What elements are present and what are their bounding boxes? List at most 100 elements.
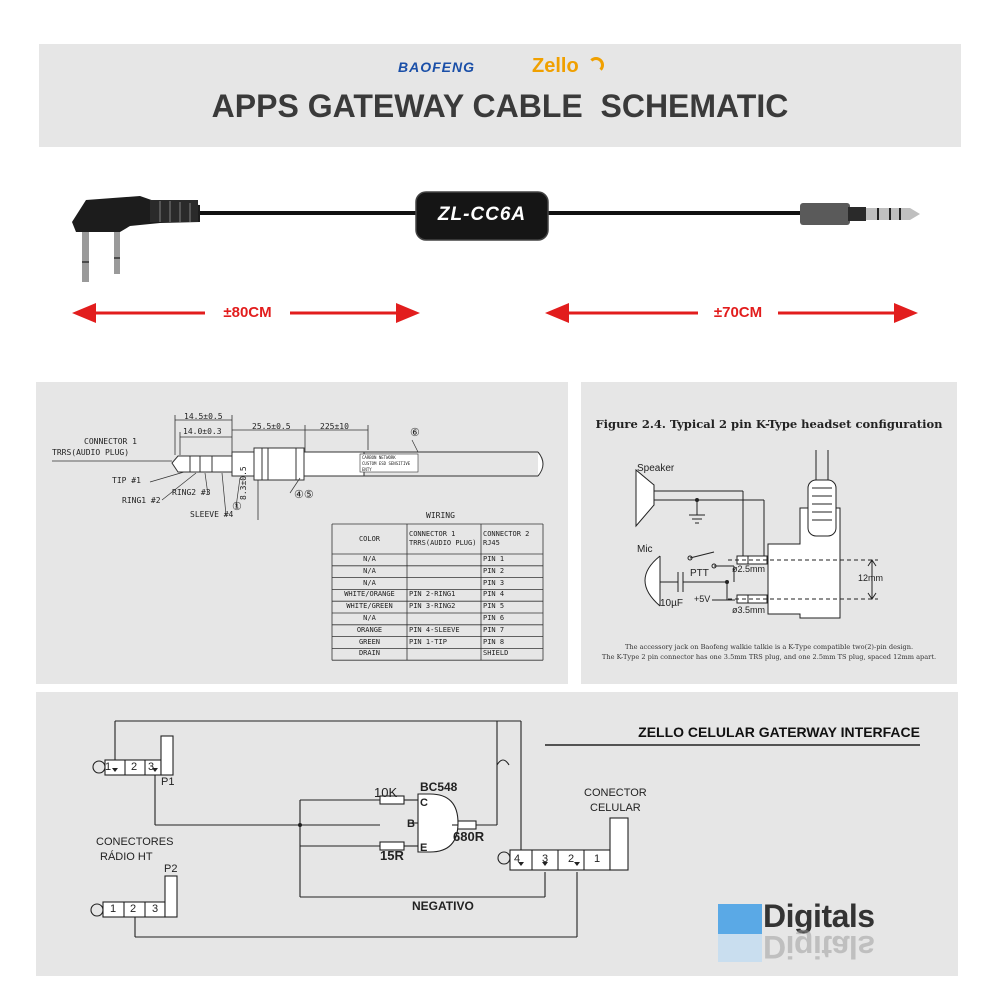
transistor-icon <box>417 793 459 853</box>
ptt-switch-icon <box>687 551 717 569</box>
capacitor-label: 10µF <box>660 598 683 609</box>
vplus-label: +5V <box>694 594 711 604</box>
digitals-logo-text: Digitals <box>763 898 875 934</box>
k-plug-icon <box>72 196 200 282</box>
right-length-label: ±70CM <box>713 304 763 321</box>
dimension-4: 225±10 <box>320 422 349 431</box>
cable-print-2: CUSTOM ESD SENSITIVE <box>362 461 411 466</box>
wiring-header-cell: CONNECTOR 1 TRRS(AUDIO PLUG) <box>409 530 477 547</box>
pin-label-sleeve: SLEEVE #4 <box>190 510 234 519</box>
wiring-table-grid <box>331 523 544 661</box>
digitals-logo-reflection: Digitals <box>763 929 875 965</box>
wiring-cell: WHITE/ORANGE <box>344 590 395 599</box>
ktype-caption-2: The K-Type 2 pin connector has one 3.5mm… <box>601 653 937 661</box>
microphone-icon <box>644 555 661 607</box>
wiring-cell: ORANGE <box>356 625 383 634</box>
transistor-pin-c: C <box>420 797 428 809</box>
right-length-arrow <box>545 303 918 323</box>
left-length-label: ±80CM <box>223 304 272 321</box>
dimension-1: 14.5±0.5 <box>184 412 223 421</box>
plug-35-label: ø3.5mm <box>732 605 766 615</box>
connector-subtitle: TRRS(AUDIO PLUG) <box>52 448 130 457</box>
p2-connector <box>90 875 178 918</box>
mic-label: Mic <box>637 544 653 555</box>
ktype-caption-1: The accessory jack on Baofeng walkie tal… <box>624 643 914 651</box>
p1-label: P1 <box>161 776 175 788</box>
dimension-3: 25.5±0.5 <box>252 422 291 431</box>
speaker-icon <box>635 468 655 528</box>
cable-print-1: CARBON NETWORK <box>362 455 396 460</box>
pin-label-ring1: RING1 #2 <box>122 496 161 505</box>
wiring-cell: PIN 4 <box>483 590 505 599</box>
resistor-10k-label: 10K <box>374 785 398 800</box>
wiring-cell: N/A <box>363 566 376 575</box>
ktype-figure-title: Figure 2.4. Typical 2 pin K-Type headset… <box>595 417 943 431</box>
callout-6: ⑥ <box>410 427 420 439</box>
pin-label-ring2: RING2 #3 <box>172 488 211 497</box>
wiring-cell: DRAIN <box>358 649 381 658</box>
spacing-label: 12mm <box>858 573 884 583</box>
wiring-cell: N/A <box>363 578 376 587</box>
callout-45: ④⑤ <box>294 489 314 501</box>
wiring-cell: N/A <box>363 614 376 622</box>
dimension-2: 14.0±0.3 <box>183 427 222 436</box>
baofeng-logo: BAOFENG <box>398 59 475 75</box>
radio-label-line-2: RÁDIO HT <box>100 851 153 863</box>
wiring-cell: PIN 3-RING2 <box>409 602 456 611</box>
transistor-pin-e: E <box>420 842 428 854</box>
p1-pin-2: 2 <box>131 761 138 773</box>
celular-pin-3: 3 <box>542 853 549 865</box>
wiring-cell: N/A <box>363 555 376 563</box>
page-title: APPS GATEWAY CABLE SCHEMATIC <box>211 88 789 124</box>
celular-connector <box>497 817 629 871</box>
wiring-cell: PIN 3 <box>483 578 505 587</box>
ground-icon <box>689 500 705 524</box>
transistor-label: BC548 <box>420 780 458 794</box>
zello-signal-icon <box>588 57 604 73</box>
connector-title: CONNECTOR 1 <box>84 437 137 446</box>
p1-pin-3: 3 <box>148 761 155 773</box>
celular-pin-1: 1 <box>594 853 601 865</box>
audio-plug-icon <box>800 203 920 225</box>
radio-label-line-1: CONECTORES <box>96 836 174 848</box>
celular-label-line-1: CONECTOR <box>584 787 647 799</box>
zello-logo: Zello <box>532 55 579 77</box>
wiring-cell: PIN 6 <box>483 614 505 622</box>
wiring-cell: WHITE/GREEN <box>346 602 393 611</box>
zello-heading: ZELLO CELULAR GATERWAY INTERFACE <box>638 724 920 740</box>
plug-25-label: ø2.5mm <box>732 564 766 574</box>
wiring-cell: PIN 1-TIP <box>409 637 447 646</box>
celular-pin-4: 4 <box>514 853 521 865</box>
ptt-label: PTT <box>690 568 709 579</box>
speaker-label: Speaker <box>637 463 675 474</box>
inline-module-box <box>415 191 549 241</box>
wiring-cell: GREEN <box>358 637 381 646</box>
celular-pin-2: 2 <box>568 853 575 865</box>
callout-1: ① <box>232 501 242 513</box>
p1-connector <box>92 735 174 776</box>
wiring-cell: PIN 2 <box>483 566 505 575</box>
p2-pin-2: 2 <box>130 903 137 915</box>
p2-pin-1: 1 <box>110 903 117 915</box>
digitals-logo <box>718 904 762 962</box>
wiring-cell: PIN 4-SLEEVE <box>409 625 460 634</box>
p2-label: P2 <box>164 863 178 875</box>
resistor-15r-label: 15R <box>380 848 404 863</box>
negativo-label: NEGATIVO <box>412 899 474 913</box>
wiring-cell: PIN 2-RING1 <box>409 590 456 599</box>
resistor-680r-label: 680R <box>453 829 485 844</box>
cable-print-3: ENTY <box>362 467 372 472</box>
p2-pin-3: 3 <box>152 903 159 915</box>
cable-model-label: ZL-CC6A <box>437 204 527 225</box>
header-panel <box>39 44 961 147</box>
wiring-cell: PIN 8 <box>483 637 505 646</box>
wiring-cell: PIN 5 <box>483 602 505 611</box>
wiring-header-cell: CONNECTOR 2 RJ45 <box>483 530 530 547</box>
transistor-pin-b: B <box>407 818 415 830</box>
celular-label-line-2: CELULAR <box>590 802 641 814</box>
pin-label-tip: TIP #1 <box>112 476 141 485</box>
ktype-panel <box>581 382 957 684</box>
